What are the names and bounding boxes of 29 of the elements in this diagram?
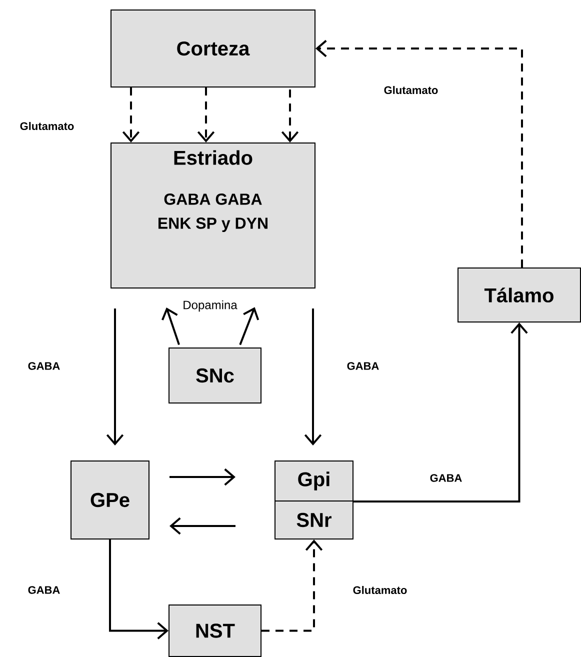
region-box: NST (168, 604, 262, 657)
arrow (316, 40, 523, 268)
arrow (281, 90, 299, 142)
arrow (106, 308, 124, 446)
arrow (170, 517, 236, 535)
region-box: Gpi (274, 460, 354, 502)
edge-label: Glutamato (352, 584, 408, 596)
arrow (304, 308, 322, 446)
arrow (354, 322, 528, 502)
region-box: GPe (70, 460, 150, 540)
arrow (197, 88, 215, 142)
region-box: SNc (168, 348, 262, 404)
region-box: Estriado GABA GABA ENK SP y DYN (110, 142, 316, 288)
signal-label: Glutamato (20, 122, 74, 130)
edge-label: GABA (346, 361, 380, 371)
edge-label: GABA (428, 473, 464, 483)
arrow (122, 88, 140, 142)
arrow (262, 540, 323, 632)
arrow (239, 307, 260, 346)
region-box: Corteza (110, 10, 316, 88)
arrow (162, 307, 180, 345)
arrow (109, 540, 168, 640)
edge-label: GABA (26, 585, 62, 595)
region-box: Tálamo (458, 268, 581, 322)
edge-label: GABA (26, 361, 62, 371)
arrow (170, 468, 236, 486)
edge-label: Dopamina (182, 299, 238, 313)
edge-label: Glutamato (382, 84, 440, 96)
region-box: SNr (274, 500, 354, 540)
